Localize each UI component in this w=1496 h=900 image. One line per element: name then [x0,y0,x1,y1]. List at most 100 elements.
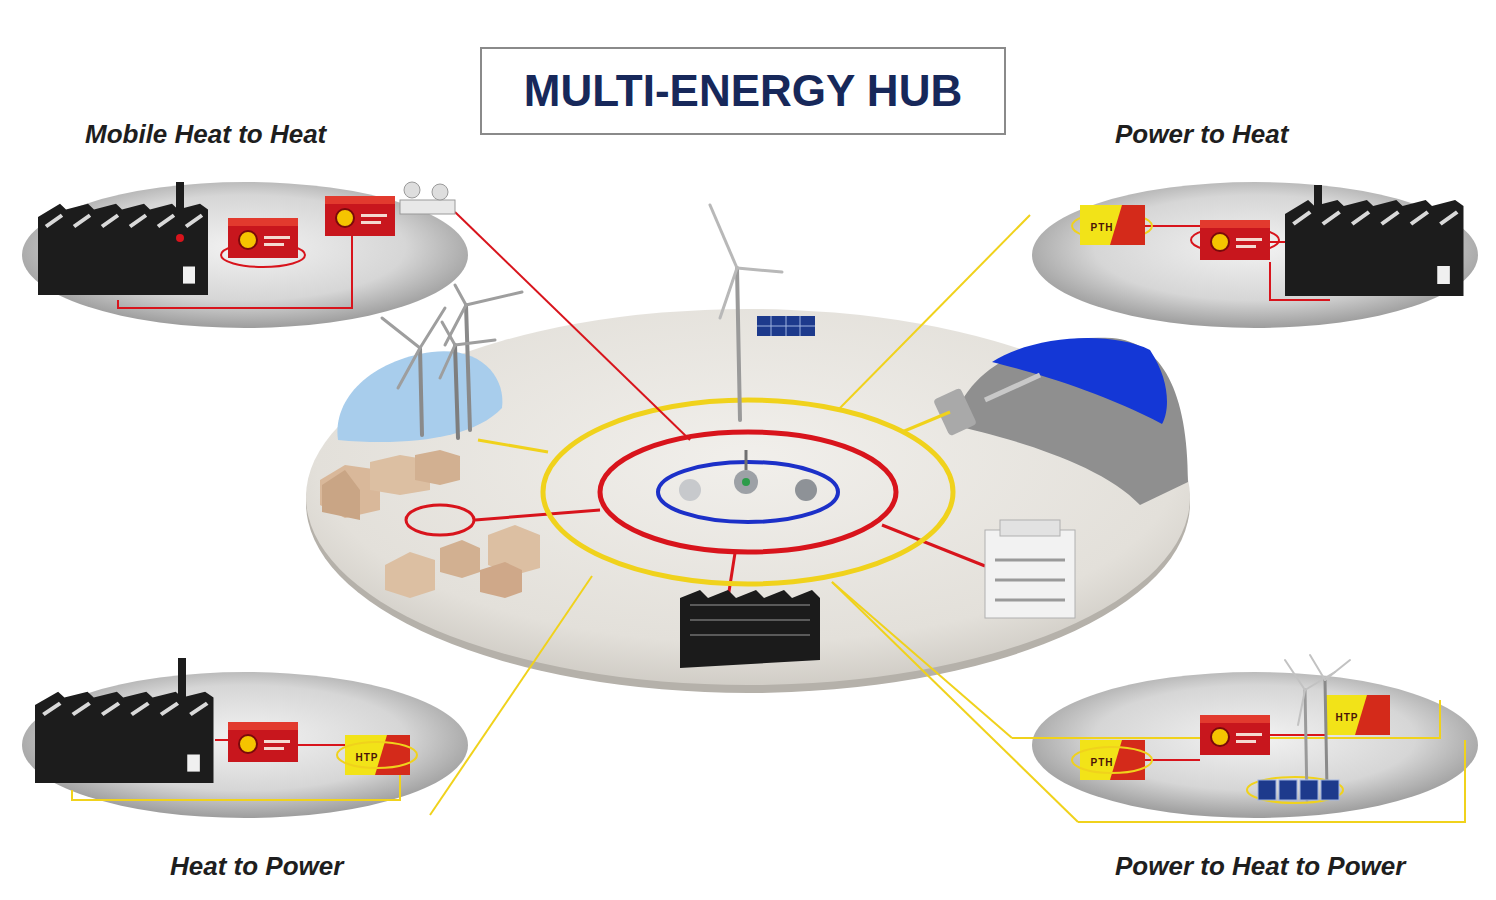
office-building-part [1000,520,1060,536]
ellipse-outline [1030,670,1480,820]
ellipse-shape [22,182,468,328]
spoke-lines-part [902,412,950,432]
scene-power-heat-power-part-part [1300,780,1318,800]
houses [320,450,540,598]
scene-mobile-heat-part [400,200,455,214]
reservoir-mound-part [952,338,1188,505]
scene-power-heat-power-part-part [1321,780,1339,800]
factory [680,590,820,668]
scene-power-heat-power-part-part [1325,680,1327,790]
control-center-part [679,479,701,501]
scene-power-heat-power-part [1012,700,1465,822]
reservoir-mound [933,338,1188,505]
control-center-part [734,470,758,494]
scene-power-heat-power [1012,655,1465,822]
scene-heat-to-power-part [345,735,410,775]
wind-turbines-part [420,308,445,348]
scene-heat-to-power-part [178,658,186,703]
solar-panel-part [757,316,815,336]
wind-turbines-part [398,348,420,388]
scene-heat-to-power-part [215,740,345,745]
ellipse-outline [20,180,470,330]
ellipse-outline [1030,180,1480,330]
scene-power-heat-power-part-part [1279,780,1297,800]
leader-lines-part [430,576,592,815]
scene-heat-to-power-part [72,775,400,800]
wind-turbines-part [442,322,455,345]
scene-mobile-heat-part [325,196,395,236]
scene-mobile-heat-part [404,182,420,198]
factory-part [690,605,810,635]
leader-lines-part [838,215,1030,410]
wind-turbines-part [455,285,466,305]
scene-power-heat-power-part [1072,747,1152,773]
scene-power-heat-power-part [1247,777,1343,803]
houses-part [415,450,460,485]
houses-part [406,505,474,535]
wind-turbines-part [737,268,782,272]
spoke-lines [475,412,985,598]
wind-turbines-part [440,345,455,378]
scene-heat-to-power-part [35,692,213,783]
scene-heat-to-power-part [337,742,417,768]
scene-power-heat-power-part-part [1310,655,1325,680]
scene-mobile-heat-part [118,232,352,308]
factory-part [680,590,820,668]
spoke-lines-part [478,440,548,452]
scene-mobile-heat-part [38,204,208,295]
scene-mobile-heat [38,182,455,308]
scene-power-heat-power-part-part [1258,780,1276,800]
scene-mobile-heat-part [221,243,305,267]
wind-turbines-part [382,318,420,348]
scene-power-to-heat-part [1191,227,1279,253]
spoke-lines-part [475,510,600,520]
leader-lines [430,212,1078,822]
scene-heading: Power to Heat [1115,118,1288,150]
scene-power-to-heat-part [1314,185,1322,215]
reservoir-mound-part [992,338,1167,424]
scene-ellipse: Power to Heat to Power [1030,670,1480,820]
wind-turbines-part [420,348,422,435]
houses-part [385,552,435,598]
reservoir-mound-part [933,388,977,437]
scene-ellipse: Heat to Power [20,670,470,820]
scene-mobile-heat-part [176,234,184,242]
scene-ellipse: Power to Heat [1030,180,1480,330]
wind-turbines-part [710,205,737,268]
wind-turbines-part [455,340,495,345]
reservoir-mound-part [985,375,1040,400]
wind-turbines-part [720,268,737,318]
scene-mobile-heat-part [432,184,448,200]
solar-panel [757,316,815,336]
scene-power-heat-power-part-part [1305,672,1335,690]
scene-heading: Heat to Power [170,850,343,882]
ellipse-shape [1032,182,1478,328]
leader-lines-part [455,212,690,440]
scene-power-to-heat-part [1200,220,1270,260]
scene-heading: Power to Heat to Power [1115,850,1405,882]
scene-power-heat-power-part [1080,740,1145,780]
scene-mobile-heat-part [228,218,298,258]
control-center-part [795,479,817,501]
scene-heading: Mobile Heat to Heat [85,118,326,150]
scene-heat-to-power-part [228,722,298,762]
wind-turbines-part [445,305,466,345]
energy-rings-part [543,400,953,584]
scene-power-to-heat-part [1080,205,1145,245]
scene-power-heat-power-part-part [1305,690,1307,800]
houses-part [322,470,360,520]
scene-heat-to-power [35,658,417,800]
control-center-part [742,478,750,486]
houses-part [480,562,522,598]
office-building-part [985,530,1075,618]
hub-disc [306,309,1190,693]
energy-rings [543,400,953,584]
office-building-part [995,560,1065,600]
scene-power-heat-power-part [1258,780,1339,800]
scene-power-heat-power-part [1200,715,1270,755]
control-center-part [745,450,748,470]
scene-mobile-heat-part [176,182,184,232]
scene-power-to-heat [1072,185,1464,300]
scene-power-heat-power-part-part [1285,660,1305,690]
ellipse-shape [1032,672,1478,818]
